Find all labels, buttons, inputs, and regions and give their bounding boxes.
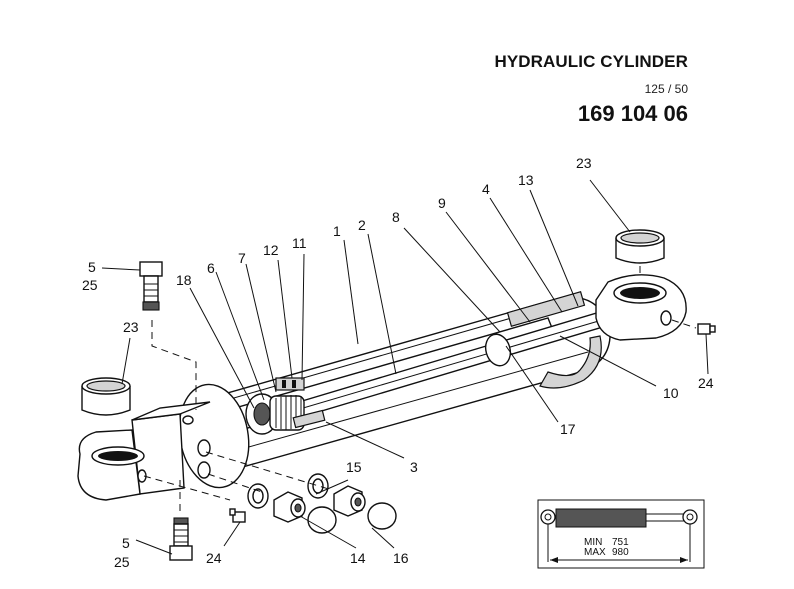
part-number: 169 104 06 bbox=[577, 101, 688, 126]
callout-5-top: 5 bbox=[88, 259, 96, 275]
bore-rod-size: 125 / 50 bbox=[644, 82, 688, 96]
callout-16: 16 bbox=[393, 550, 409, 566]
max-label: MAX bbox=[584, 547, 606, 558]
cylinder-barrel bbox=[178, 296, 611, 489]
leader-lines bbox=[101, 179, 709, 555]
port-seal-ring-2 bbox=[307, 473, 329, 499]
inset-rod bbox=[645, 513, 685, 522]
callout-8: 8 bbox=[392, 209, 400, 225]
bushing-right bbox=[615, 229, 665, 264]
callout-18: 18 bbox=[176, 272, 192, 288]
port-cap-2 bbox=[367, 502, 397, 530]
port-adapter-1 bbox=[273, 491, 306, 523]
inset-frame bbox=[537, 499, 705, 569]
callout-11: 11 bbox=[292, 235, 307, 251]
callout-5-bottom: 5 bbox=[122, 535, 130, 551]
callout-14: 14 bbox=[350, 550, 366, 566]
callout-12: 12 bbox=[263, 242, 279, 258]
callout-9: 9 bbox=[438, 195, 446, 211]
callout-15: 15 bbox=[346, 459, 362, 475]
piston-assembly bbox=[245, 377, 326, 435]
port-seal-ring-1 bbox=[247, 483, 269, 509]
callout-6: 6 bbox=[207, 260, 215, 276]
callout-13: 13 bbox=[518, 172, 534, 188]
callout-1: 1 bbox=[333, 223, 341, 239]
bushing-left bbox=[81, 377, 131, 416]
port-adapter-2 bbox=[333, 485, 366, 517]
fitting-top bbox=[139, 261, 163, 311]
base-clevis bbox=[77, 401, 211, 501]
inset-cylinder-body bbox=[555, 508, 647, 528]
callout-labels: 1 2 3 4 5 25 6 7 8 9 10 11 12 13 14 15 1… bbox=[82, 155, 714, 570]
min-value: 751 bbox=[612, 537, 629, 548]
length-dimension-inset: MIN 751 MAX 980 bbox=[537, 499, 705, 569]
diagram-title: HYDRAULIC CYLINDER bbox=[494, 52, 688, 71]
callout-23-left: 23 bbox=[123, 319, 139, 335]
fitting-bottom bbox=[169, 517, 193, 561]
callout-3: 3 bbox=[410, 459, 418, 475]
callout-2: 2 bbox=[358, 217, 366, 233]
callout-25-bottom: 25 bbox=[114, 554, 130, 570]
callout-25-top: 25 bbox=[82, 277, 98, 293]
assembly-axes bbox=[143, 266, 697, 512]
grease-nipple-right bbox=[697, 323, 716, 335]
min-label: MIN bbox=[584, 537, 602, 548]
grease-nipple-left bbox=[229, 508, 246, 523]
rod-end-eye bbox=[595, 274, 687, 341]
title-block: HYDRAULIC CYLINDER 125 / 50 169 104 06 bbox=[494, 52, 688, 127]
callout-17: 17 bbox=[560, 421, 576, 437]
callout-23-right: 23 bbox=[576, 155, 592, 171]
callout-7: 7 bbox=[238, 250, 246, 266]
callout-24-right: 24 bbox=[698, 375, 714, 391]
callout-24-left: 24 bbox=[206, 550, 222, 566]
max-value: 980 bbox=[612, 547, 629, 558]
callout-4: 4 bbox=[482, 181, 490, 197]
callout-10: 10 bbox=[663, 385, 679, 401]
piston-seal-coil bbox=[275, 395, 302, 430]
